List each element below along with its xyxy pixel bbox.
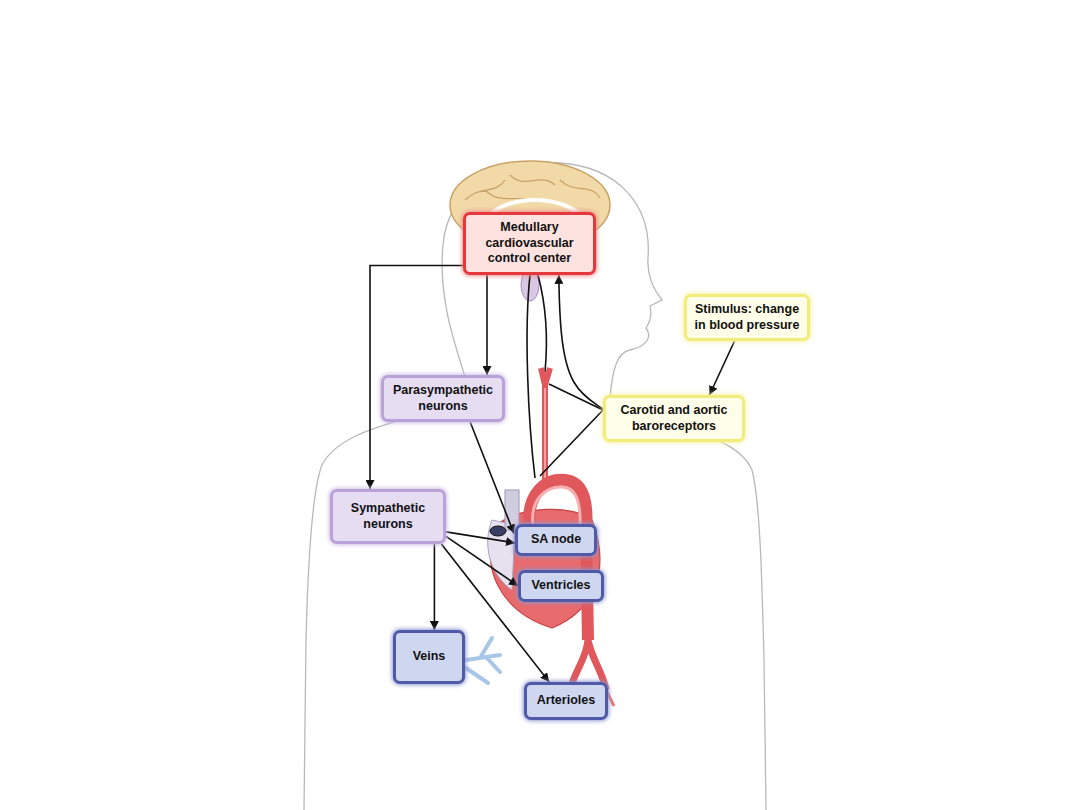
node-label: Ventricles [527, 578, 595, 594]
neuron-box: Sympathetic neurons [330, 489, 446, 544]
nerve-arrow [470, 422, 514, 533]
nerve-arrow [710, 341, 735, 395]
control-center-box: Medullary cardiovascular control center [463, 212, 596, 275]
neuron-box: Parasympathetic neurons [381, 375, 505, 422]
nerve-to-aorta [527, 275, 535, 478]
nerve-arrow [559, 275, 603, 409]
vena-cava [505, 490, 519, 530]
body-outline-right [610, 400, 766, 810]
effector-box: SA node [515, 524, 597, 556]
node-label: Veins [402, 649, 456, 665]
effector-box: Veins [393, 630, 465, 684]
effector-box: Arterioles [524, 682, 608, 720]
receptor-box: Carotid and aortic baroreceptors [603, 395, 745, 442]
node-label: Carotid and aortic baroreceptors [612, 403, 736, 434]
node-label: Medullary cardiovascular control center [472, 220, 587, 267]
node-label: Parasympathetic neurons [390, 383, 496, 414]
stimulus-box: Stimulus: change in blood pressure [684, 294, 810, 341]
effector-box: Ventricles [518, 570, 604, 602]
nerve-arrow [434, 544, 436, 630]
node-label: Sympathetic neurons [339, 501, 437, 532]
veins-icon [466, 638, 500, 683]
node-label: Arterioles [533, 693, 599, 709]
nerve-arrow [446, 532, 515, 543]
baroreceptor-leader [540, 384, 603, 476]
node-label: Stimulus: change in blood pressure [693, 302, 801, 333]
body-outline-left [304, 392, 470, 810]
node-label: SA node [524, 532, 588, 548]
nerve-arrow [446, 536, 518, 586]
nerve-to-carotid [538, 275, 546, 372]
aortic-arch [529, 480, 588, 640]
ganglion [490, 526, 506, 536]
nerve-arrow [486, 275, 488, 375]
